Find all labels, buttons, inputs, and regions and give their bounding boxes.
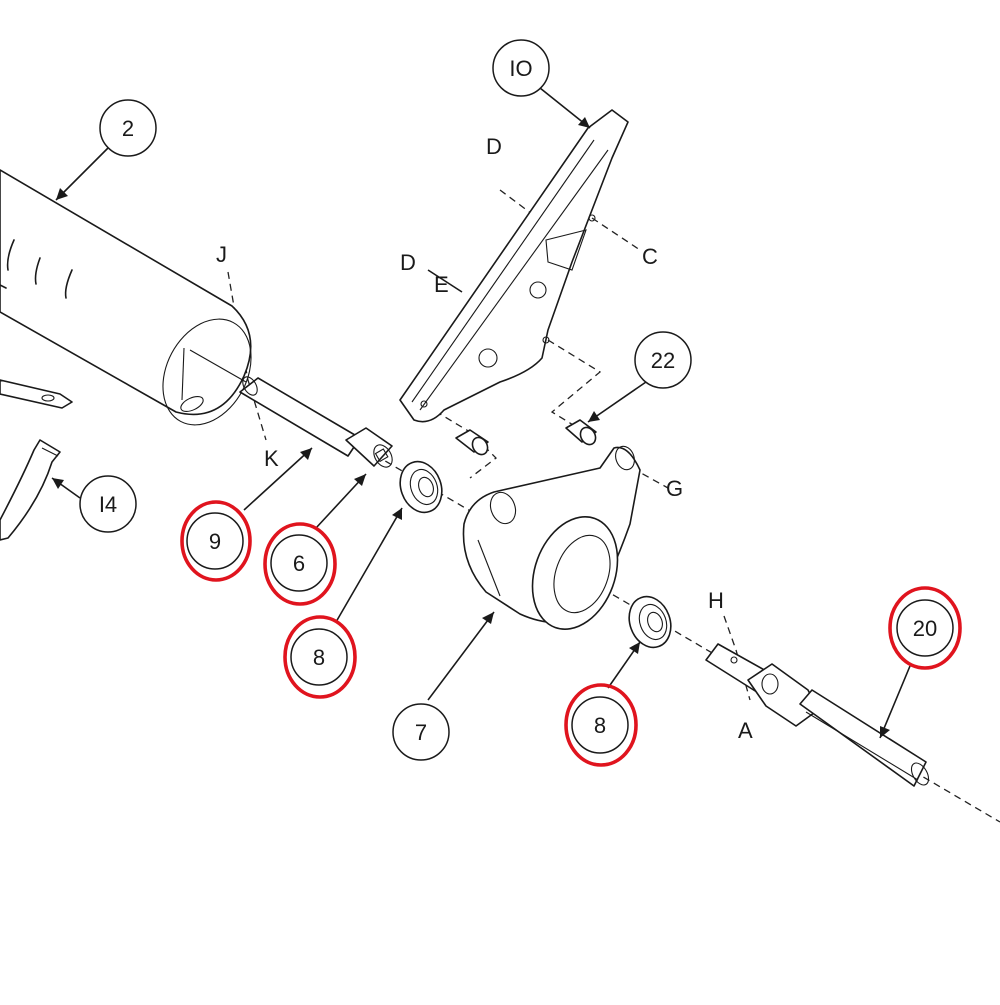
- reference-letters: D C D E J K G H A: [216, 134, 753, 743]
- alignment-line-c: [591, 217, 641, 251]
- bearing-part-8-left: [399, 460, 443, 514]
- callout-22: 22: [634, 331, 692, 389]
- bushing-left: [455, 429, 489, 456]
- shaft-end-part-6: [345, 427, 393, 468]
- letter-g: G: [666, 476, 683, 501]
- callout-8-left-label: 8: [313, 645, 325, 670]
- callout-2-label: 2: [122, 116, 134, 141]
- callout-9: 9: [180, 500, 252, 582]
- letter-d-left: D: [400, 250, 416, 275]
- alignment-line-bushing: [424, 404, 497, 479]
- callout-9-label: 9: [209, 529, 221, 554]
- callout-10: IO: [492, 39, 550, 97]
- callout-20: 20: [888, 586, 962, 670]
- drive-shaft-part-20: [705, 643, 930, 787]
- callout-2: 2: [99, 99, 157, 157]
- bracket-part-14: [0, 439, 61, 541]
- tube-mount-plate: [0, 379, 73, 409]
- alignment-line-ha: [723, 615, 751, 701]
- callout-10-label: IO: [509, 56, 532, 81]
- letter-j: J: [216, 242, 227, 267]
- callout-20-label: 20: [913, 616, 937, 641]
- letter-h: H: [708, 588, 724, 613]
- callout-8-right-label: 8: [594, 713, 606, 738]
- tube-part-2: [0, 169, 252, 426]
- callout-6: 6: [263, 522, 337, 606]
- housing-part-7: [462, 445, 641, 630]
- arm-plate-part-10: [399, 109, 629, 423]
- letter-c: C: [642, 244, 658, 269]
- bushing-part-22: [565, 419, 597, 446]
- letter-d-top: D: [486, 134, 502, 159]
- callout-22-label: 22: [651, 348, 675, 373]
- callout-7: 7: [392, 703, 450, 761]
- callout-7-label: 7: [415, 720, 427, 745]
- leader-lines: [51, 87, 911, 739]
- letter-k: K: [264, 446, 279, 471]
- callout-6-label: 6: [293, 551, 305, 576]
- callout-8-right: 8: [564, 683, 638, 767]
- letter-e: E: [434, 272, 449, 297]
- callout-14: I4: [79, 475, 137, 533]
- letter-a: A: [738, 718, 753, 743]
- alignment-line-22: [547, 339, 602, 429]
- callout-14-label: I4: [99, 492, 117, 517]
- bearing-part-8-right: [628, 595, 672, 649]
- callout-8-left: 8: [283, 615, 357, 699]
